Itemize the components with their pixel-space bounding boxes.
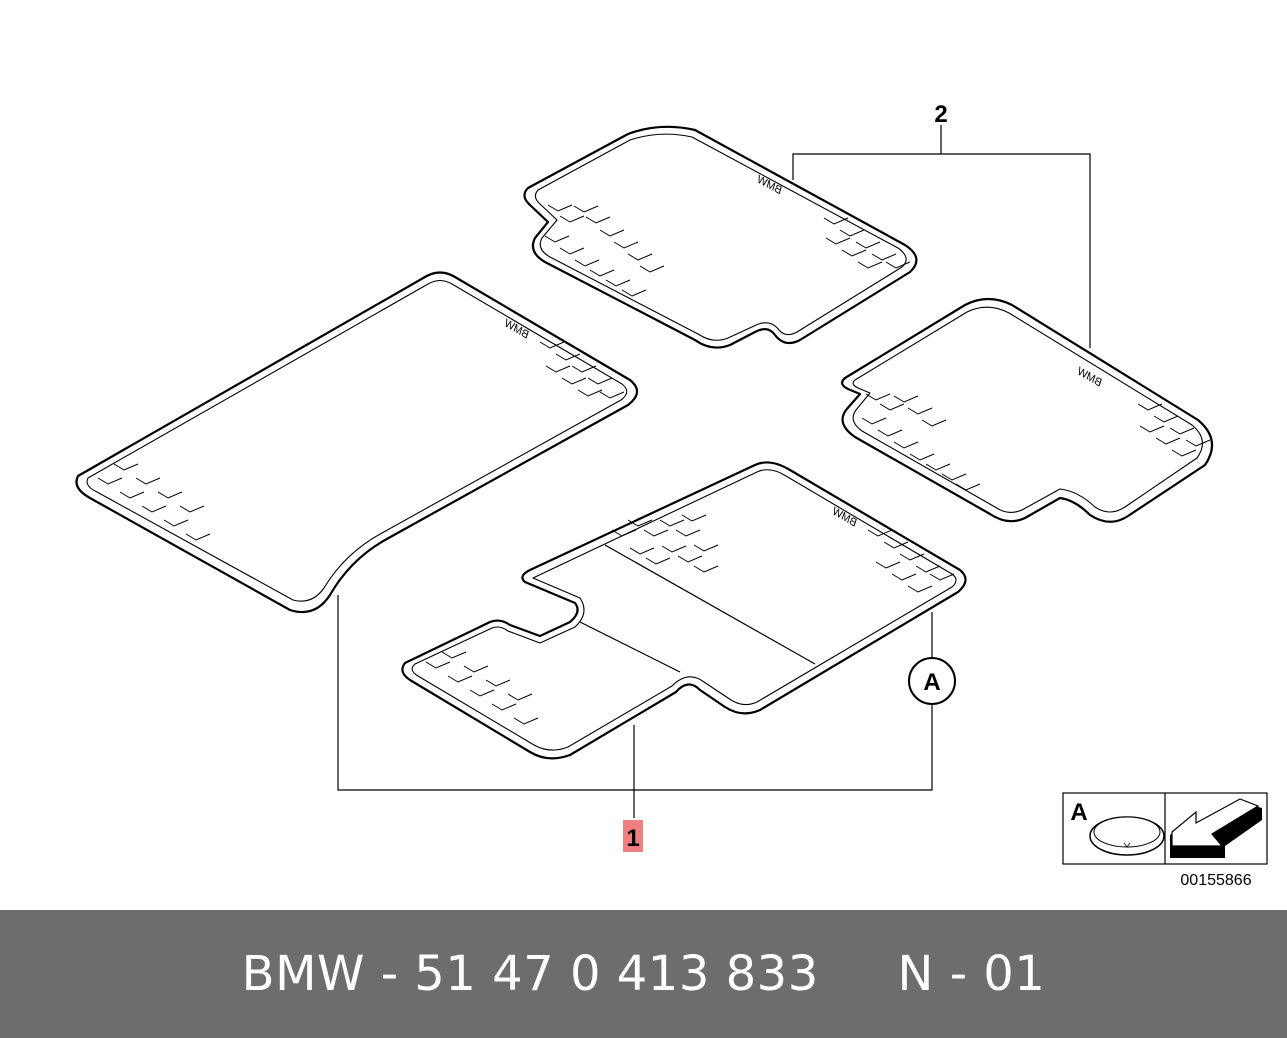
callout-marker-a-label: A xyxy=(923,669,940,696)
part-1-highlight xyxy=(623,820,643,852)
clip-icon xyxy=(1089,816,1165,856)
parts-diagram: BMW BMW BMW BMW xyxy=(75,101,1268,889)
mat-front-right[interactable]: BMW xyxy=(401,461,967,760)
leader-lines xyxy=(337,125,1091,818)
mat-rear-right[interactable]: BMW xyxy=(523,125,918,349)
mat-front-left[interactable]: BMW xyxy=(75,271,639,614)
footer-bar: BMW - 51 47 0 413 833 N - 01 xyxy=(0,910,1287,1038)
mat-rear-left[interactable]: BMW xyxy=(841,297,1214,523)
part-number-caption: BMW - 51 47 0 413 833 N - 01 xyxy=(241,946,1046,1002)
tread-pattern xyxy=(425,514,955,725)
drawing-number: 00155866 xyxy=(1180,872,1251,889)
arrow-icon xyxy=(1170,798,1262,858)
tread-pattern xyxy=(544,204,911,297)
callout-marker-a[interactable]: A xyxy=(908,657,956,705)
detail-box-label: A xyxy=(1070,799,1087,826)
callout-part-2[interactable]: 2 xyxy=(934,101,947,128)
tread-pattern xyxy=(861,393,1211,491)
detail-box: A 00155866 xyxy=(1062,792,1268,889)
tread-pattern xyxy=(97,341,625,541)
callout-part-1[interactable]: 1 xyxy=(623,820,643,852)
callout-part-1-label: 1 xyxy=(626,825,639,852)
